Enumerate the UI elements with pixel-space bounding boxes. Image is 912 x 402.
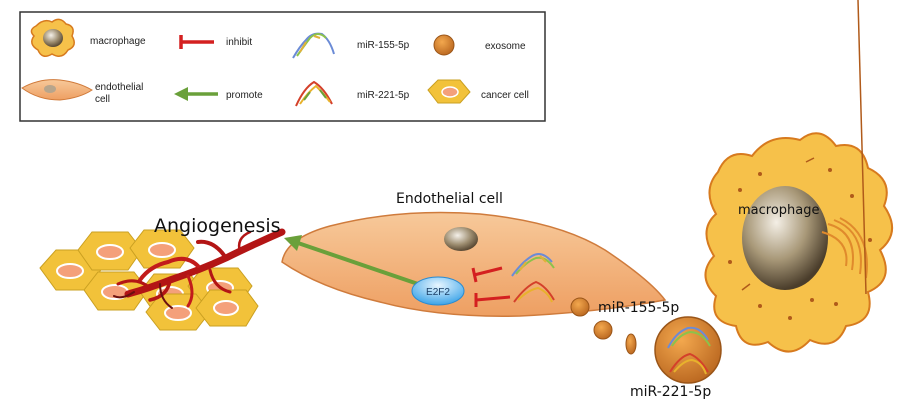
- endothelial-cell: [281, 211, 667, 317]
- legend-mir155-label: miR-155-5p: [357, 40, 410, 51]
- endothelial-icon: [21, 79, 93, 101]
- legend-mir221-label: miR-221-5p: [357, 90, 410, 101]
- macrophage-icon: [30, 18, 75, 57]
- mir221-in-cell: [513, 280, 555, 303]
- inhibit-marker: [471, 266, 503, 283]
- exosome: [625, 333, 637, 355]
- e2f2-protein: [411, 276, 465, 306]
- inhibit-marker: [474, 293, 511, 307]
- endothelial-nucleus: [444, 227, 478, 251]
- macrophage-nucleus: [742, 186, 828, 290]
- mir155-label: miR-155-5p: [598, 300, 679, 316]
- cancer-cell: [77, 231, 143, 271]
- legend-endothelial-label-1: endothelial: [95, 82, 143, 93]
- mir221-label: miR-221-5p: [630, 384, 711, 400]
- cancer-cell-icon: [427, 79, 471, 104]
- legend-endothelial-label-2: cell: [95, 94, 110, 105]
- promote-arrow: [284, 235, 419, 286]
- blood-vessel: [113, 228, 286, 309]
- legend: macrophage inhibit miR-155-5p exosome en…: [19, 11, 546, 122]
- exosome: [593, 320, 613, 340]
- exosome-large: [654, 316, 722, 384]
- angiogenesis-label: Angiogenesis: [154, 215, 281, 237]
- legend-cancer-cell-label: cancer cell: [481, 90, 529, 101]
- legend-macrophage-label: macrophage: [90, 36, 146, 47]
- mir155-in-cell: [511, 253, 555, 277]
- exosome-icon: [433, 34, 455, 56]
- mir221-icon: [295, 80, 333, 107]
- endothelial-cell-label: Endothelial cell: [396, 191, 503, 207]
- inhibit-icon: [179, 35, 214, 49]
- legend-inhibit-label: inhibit: [226, 37, 252, 48]
- cancer-cell: [195, 289, 259, 327]
- macrophage-label: macrophage: [738, 203, 820, 218]
- cancer-cell: [145, 293, 211, 331]
- e2f2-label: E2F2: [426, 287, 450, 298]
- legend-promote-label: promote: [226, 90, 263, 101]
- macrophage-cell: [704, 0, 893, 353]
- legend-exosome-label: exosome: [485, 41, 526, 52]
- cancer-cell-cluster: [39, 229, 259, 331]
- mir155-icon: [292, 32, 335, 59]
- promote-icon: [174, 87, 218, 101]
- exosome: [570, 297, 590, 317]
